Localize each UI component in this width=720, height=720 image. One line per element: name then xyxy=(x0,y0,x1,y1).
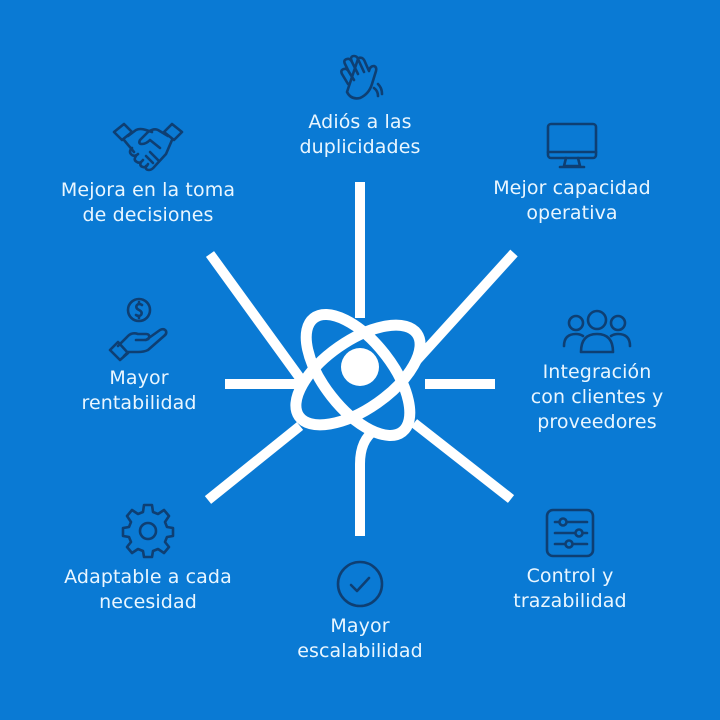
monitor-icon xyxy=(546,122,598,169)
atom-icon xyxy=(290,309,426,441)
benefit-label: Mejor capacidad operativa xyxy=(493,177,651,224)
ray-top-right xyxy=(413,249,518,364)
benefit-escalabilidad: Mayor escalabilidad xyxy=(270,558,450,664)
benefit-duplicidades: Adiós a las duplicidades xyxy=(270,54,450,160)
benefit-label: Integración con clientes y proveedores xyxy=(530,361,664,433)
rays xyxy=(204,182,518,536)
ray-bottom-left xyxy=(204,422,304,504)
handshake-icon xyxy=(112,122,184,172)
benefit-rentabilidad: Mayor rentabilidad xyxy=(44,296,234,416)
benefit-label: Mejora en la toma de decisiones xyxy=(60,179,236,226)
gear-icon xyxy=(121,503,175,559)
benefit-label: Adiós a las duplicidades xyxy=(299,111,421,158)
ray-top-left xyxy=(205,251,310,388)
benefit-label: Mayor rentabilidad xyxy=(81,367,197,414)
benefit-decisiones: Mejora en la toma de decisiones xyxy=(38,118,258,228)
benefit-adaptable: Adaptable a cada necesidad xyxy=(48,503,248,615)
ray-bottom xyxy=(355,425,379,536)
waving-hand-icon xyxy=(340,54,384,100)
ray-bottom-right xyxy=(410,419,515,503)
benefit-control: Control y trazabilidad xyxy=(480,506,660,614)
benefit-label: Control y trazabilidad xyxy=(513,565,627,612)
check-circle-icon xyxy=(336,560,384,608)
sliders-icon xyxy=(545,508,595,558)
atom-nucleus xyxy=(341,348,379,386)
hand-coin-icon xyxy=(108,297,168,362)
benefit-label: Adaptable a cada necesidad xyxy=(64,566,232,613)
benefit-label: Mayor escalabilidad xyxy=(297,615,423,662)
people-group-icon xyxy=(562,309,632,354)
benefit-capacidad: Mejor capacidad operativa xyxy=(472,120,672,226)
benefit-integracion: Integración con clientes y proveedores xyxy=(502,306,692,435)
